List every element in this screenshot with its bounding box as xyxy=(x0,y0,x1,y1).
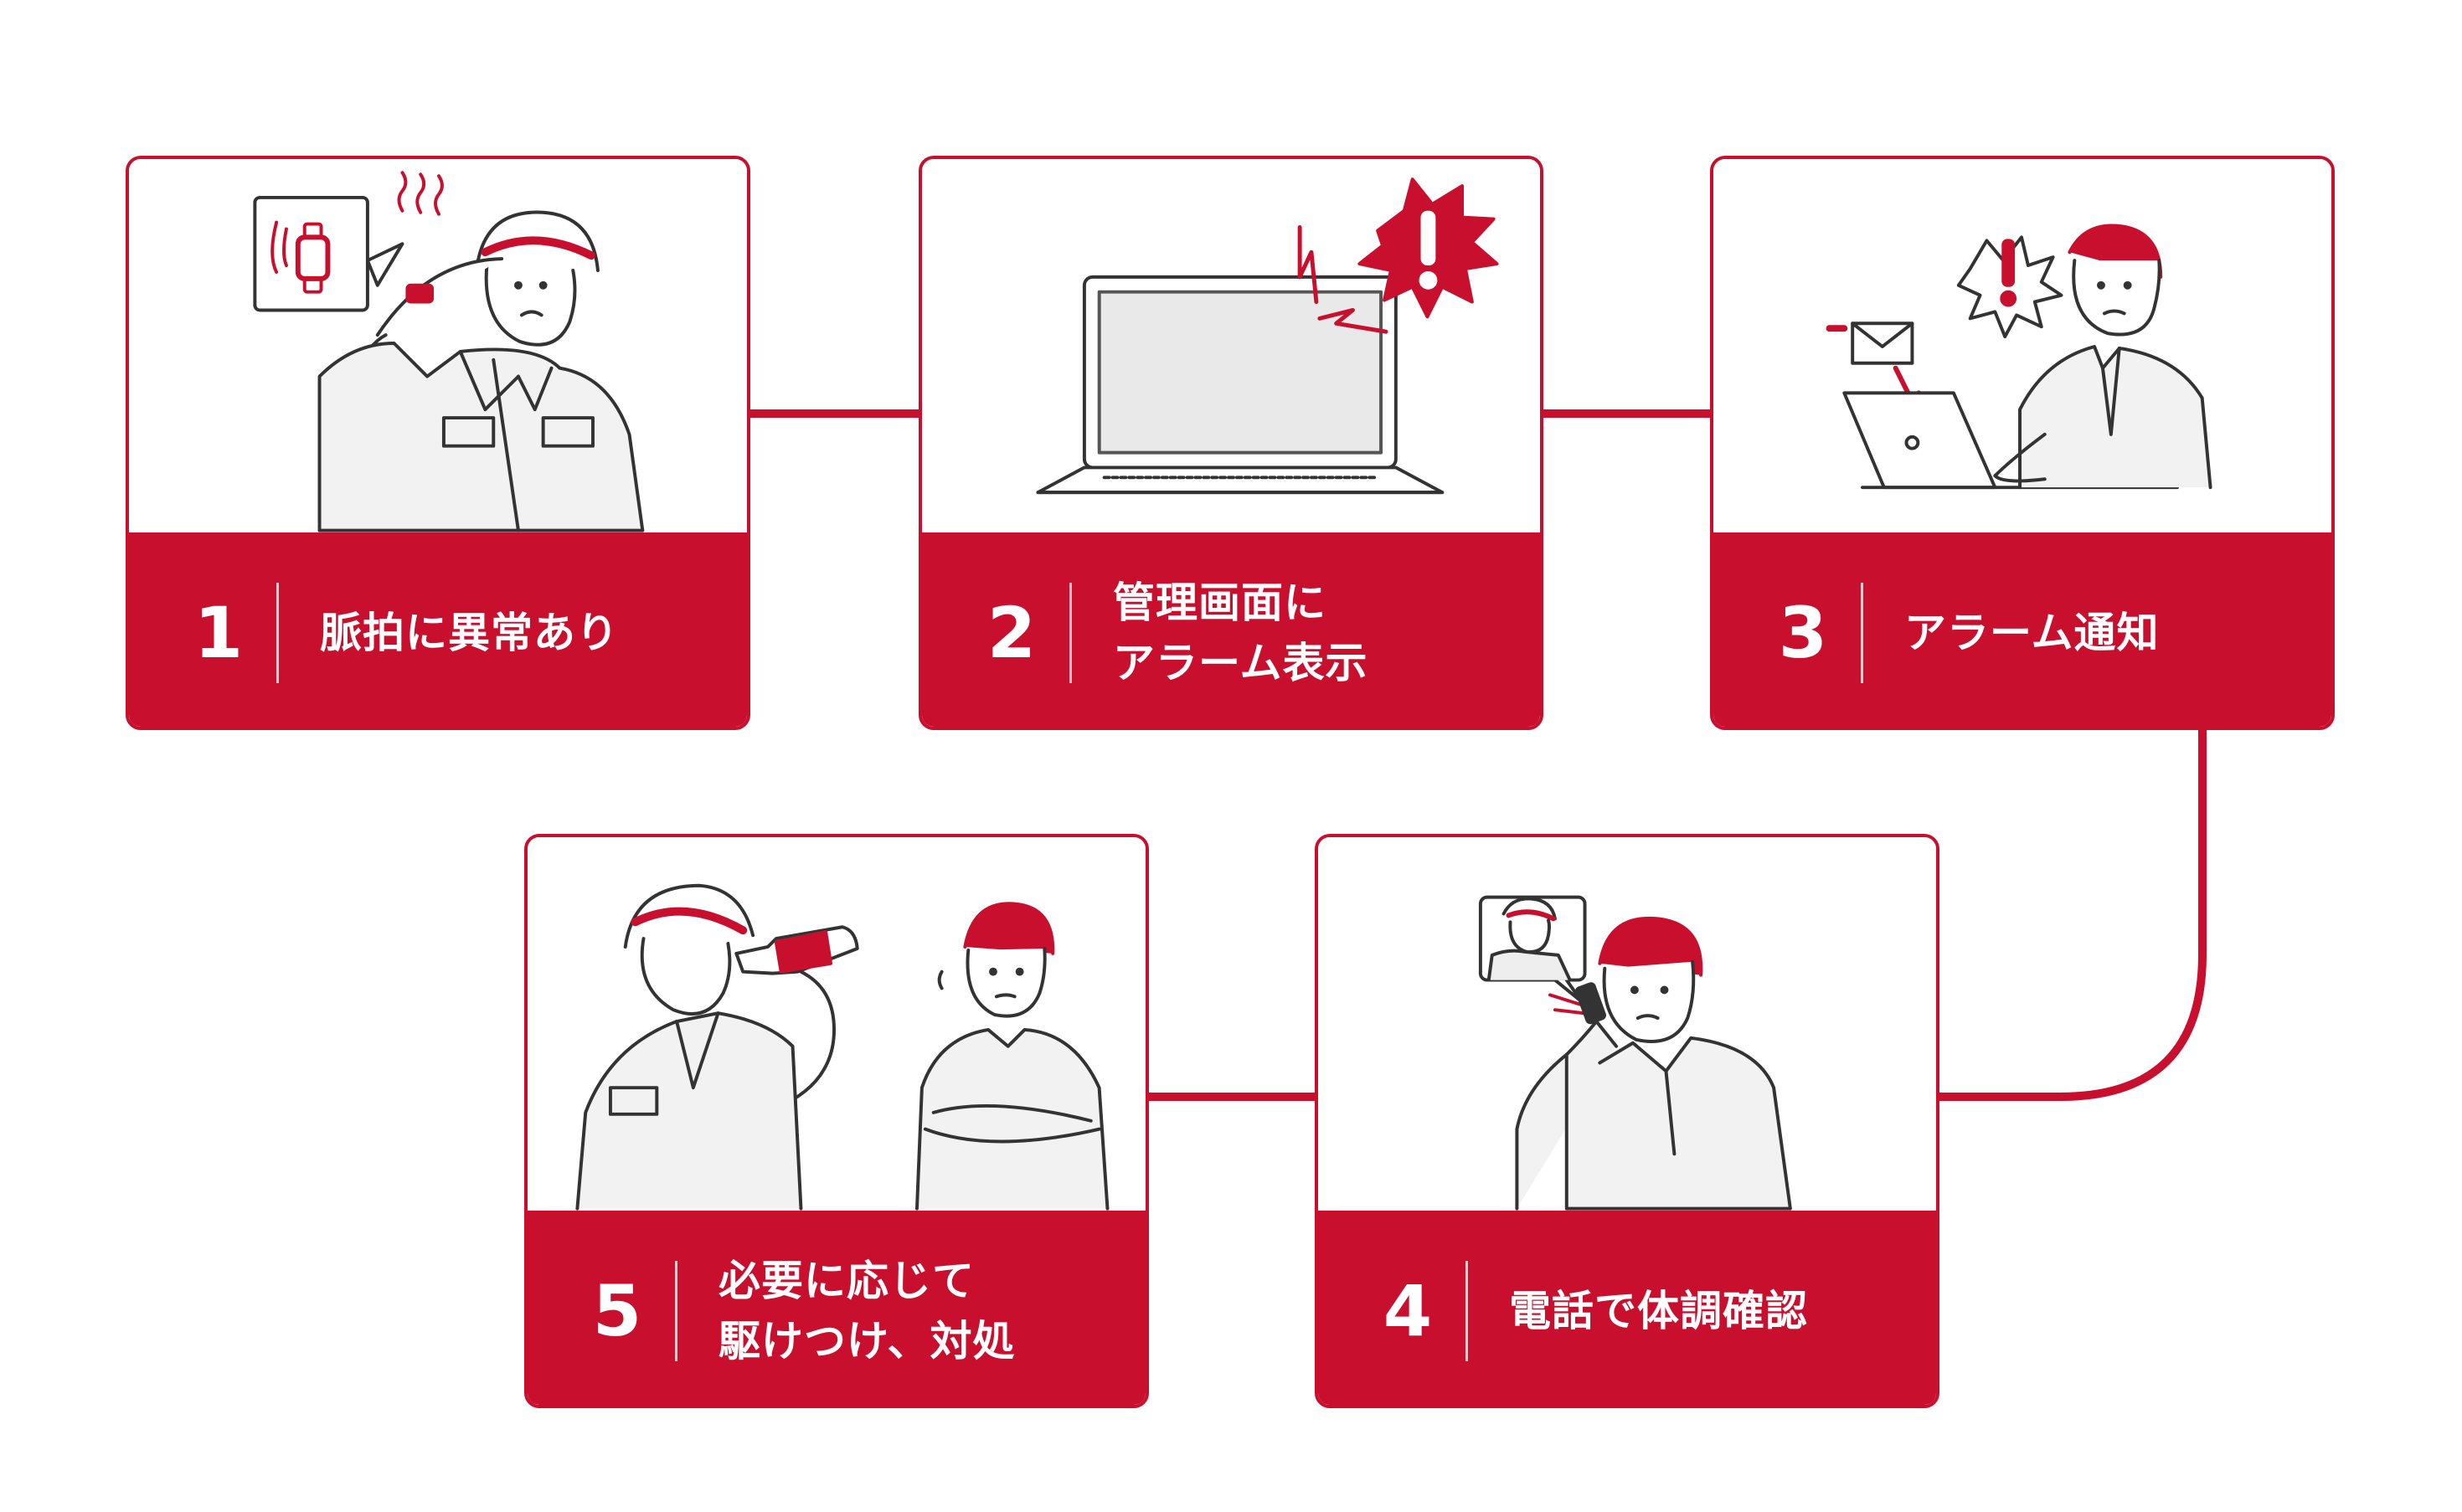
step-text-line: 電話で体調確認 xyxy=(1509,1287,1808,1335)
step-number: 1 xyxy=(193,592,244,674)
step-4-label: 4 電話で体調確認 xyxy=(1318,1211,1936,1405)
step-card-4: 4 電話で体調確認 xyxy=(1315,834,1939,1408)
step-text-line: 脈拍に異常あり xyxy=(320,609,619,657)
divider xyxy=(675,1261,677,1361)
step-number: 4 xyxy=(1383,1270,1433,1352)
divider xyxy=(1069,583,1072,683)
step-2-label: 2 管理画面に アラーム表示 xyxy=(922,532,1540,727)
step-1-label: 1 脈拍に異常あり xyxy=(129,532,747,727)
step-5-illustration xyxy=(528,837,1146,1211)
step-text: 管理画面に アラーム表示 xyxy=(1113,532,1515,727)
step-card-5: 5 必要に応じて 駆けつけ、対処 xyxy=(524,834,1149,1408)
laptop-alarm-icon xyxy=(1036,177,1499,495)
step-text-line: 管理画面に xyxy=(1113,579,1326,627)
step-5-label: 5 必要に応じて 駆けつけ、対処 xyxy=(528,1211,1146,1405)
step-3-illustration xyxy=(1713,159,2331,532)
worker-drinking-supervisor-icon xyxy=(575,883,1110,1211)
step-number: 3 xyxy=(1778,592,1828,674)
connector-3-4 xyxy=(1932,726,2207,1101)
step-card-3: 3 アラーム通知 xyxy=(1710,156,2335,730)
step-card-2: 2 管理画面に アラーム表示 xyxy=(919,156,1543,730)
manager-email-alert-icon xyxy=(1826,224,2212,490)
step-1-illustration xyxy=(129,159,747,532)
step-text-line: 駆けつけ、対処 xyxy=(719,1317,1016,1365)
step-text: 電話で体調確認 xyxy=(1509,1211,1911,1405)
worker-wiping-sweat-icon xyxy=(253,171,645,532)
step-text-line: 必要に応じて xyxy=(719,1257,975,1305)
step-text: 必要に応じて 駆けつけ、対処 xyxy=(719,1211,1120,1405)
step-4-illustration xyxy=(1318,837,1936,1211)
step-2-illustration xyxy=(922,159,1540,532)
divider xyxy=(276,583,279,683)
manager-phone-call-icon xyxy=(1478,895,1792,1211)
step-text: 脈拍に異常あり xyxy=(320,532,722,727)
step-text-line: アラーム通知 xyxy=(1904,609,2160,657)
step-3-label: 3 アラーム通知 xyxy=(1713,532,2331,727)
step-number: 5 xyxy=(592,1270,642,1352)
divider xyxy=(1861,583,1863,683)
step-number: 2 xyxy=(986,592,1037,674)
divider xyxy=(1465,1261,1468,1361)
step-text-line: アラーム表示 xyxy=(1113,639,1368,687)
step-card-1: 1 脈拍に異常あり xyxy=(126,156,750,730)
step-text: アラーム通知 xyxy=(1904,532,2306,727)
